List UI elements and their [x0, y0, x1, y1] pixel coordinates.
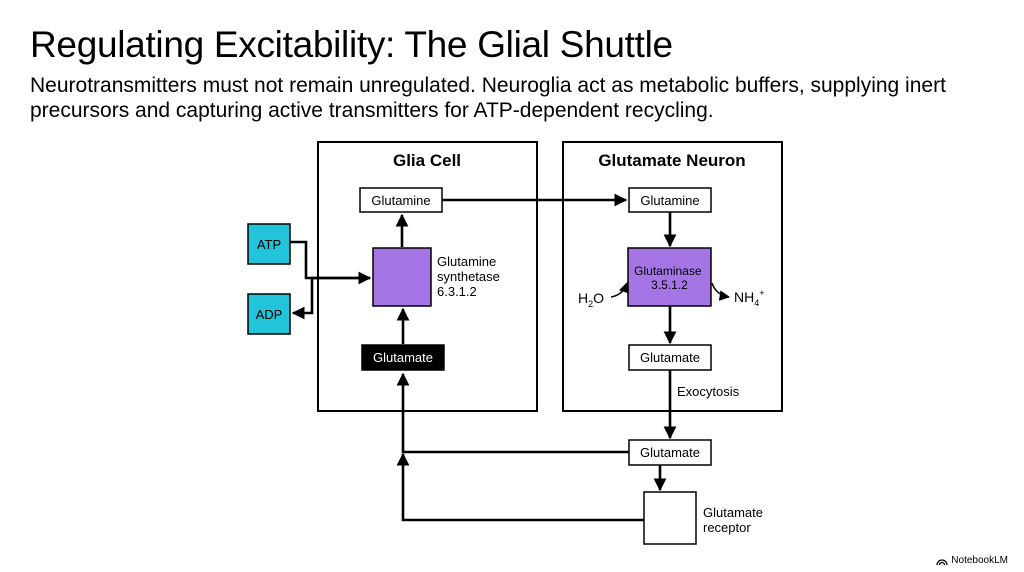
synthetase-line-1: Glutamine	[437, 254, 496, 269]
glutamate-receptor-box	[643, 491, 697, 545]
glutamate-receptor-label: Glutamate receptor	[703, 505, 767, 535]
neuron-glutamate-box	[628, 344, 712, 371]
glutaminase-line-1: Glutaminase	[634, 264, 702, 278]
neuron-glutamate-label: Glutamate	[640, 350, 700, 365]
ammonium-out-arrow	[711, 282, 731, 301]
atp-to-synthetase-arrow	[290, 240, 372, 285]
atp-label: ATP	[257, 237, 281, 252]
glia-glutamate-box	[361, 344, 445, 371]
neuron-glutamine-label: Glutamine	[640, 193, 699, 208]
atp-box	[247, 223, 291, 265]
footer-brand: NotebookLM	[936, 555, 1008, 566]
receptor-line-1: Glutamate	[703, 505, 763, 520]
neuron-frame	[562, 141, 783, 412]
water-in-arrow	[610, 282, 629, 298]
glia-glutamate-label: Glutamate	[373, 350, 433, 365]
reuptake-arrow	[396, 372, 629, 454]
synthetase-to-adp-arrow	[291, 276, 370, 320]
glutamine-synthetase-box	[372, 247, 432, 307]
glutaminase-line-2: 3.5.1.2	[651, 278, 688, 292]
glutaminase-label: Glutaminase 3.5.1.2	[634, 264, 705, 292]
adp-box	[247, 293, 291, 335]
glia-cell-frame	[317, 141, 538, 412]
synthetase-line-3: 6.3.1.2	[437, 284, 477, 299]
synthetase-line-2: synthetase	[437, 269, 500, 284]
ammonium-label: NH4+	[734, 288, 765, 308]
neuron-title: Glutamate Neuron	[598, 151, 745, 170]
adp-label: ADP	[256, 307, 283, 322]
glutamine-synthetase-label: Glutamine synthetase 6.3.1.2	[437, 254, 504, 299]
water-label: H2O	[578, 290, 604, 309]
glia-cell-title: Glia Cell	[393, 151, 461, 170]
slide-title: Regulating Excitability: The Glial Shutt…	[30, 24, 673, 65]
synaptic-glutamate-box	[628, 439, 712, 466]
pathway-arrows	[290, 193, 677, 522]
slide-subtitle: Neurotransmitters must not remain unregu…	[30, 74, 946, 122]
receptor-line-2: receptor	[703, 520, 751, 535]
glia-glutamine-label: Glutamine	[371, 193, 430, 208]
synaptic-glutamate-label: Glutamate	[640, 445, 700, 460]
exocytosis-label: Exocytosis	[677, 384, 740, 399]
receptor-return-arrow	[396, 452, 644, 522]
notebooklm-logo-icon	[936, 559, 948, 565]
footer-brand-label: NotebookLM	[951, 555, 1008, 566]
